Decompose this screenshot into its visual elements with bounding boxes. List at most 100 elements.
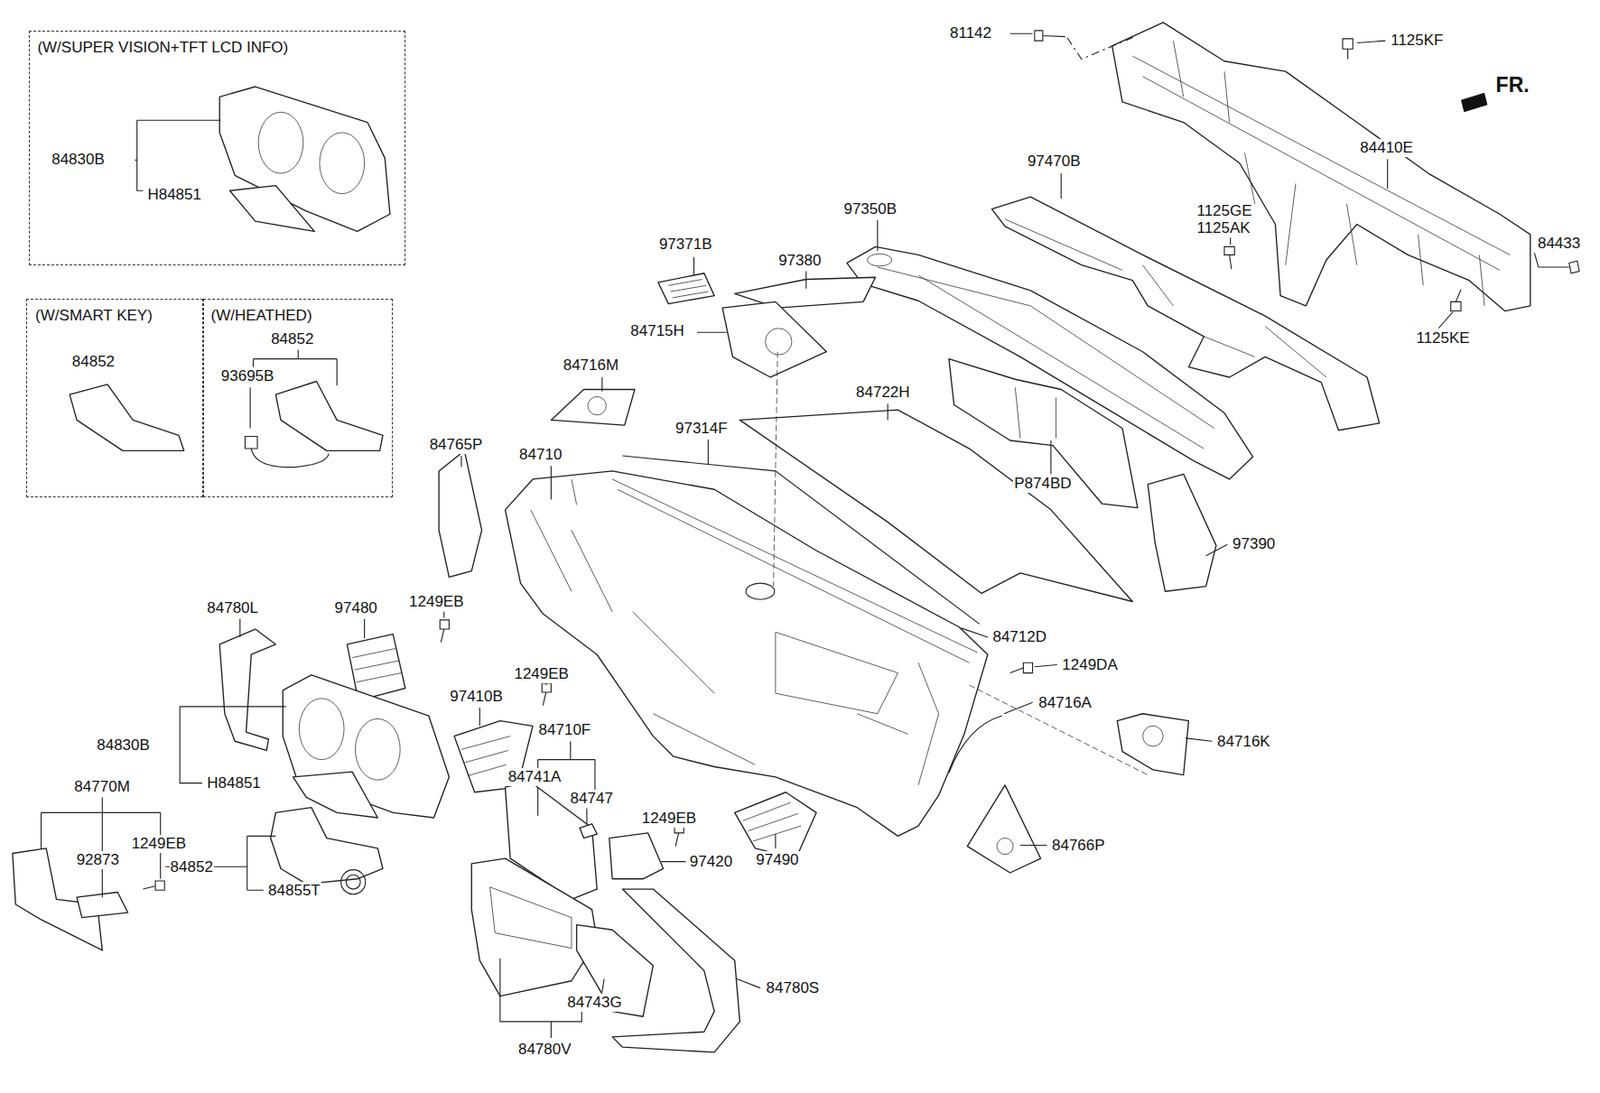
callout-number: 93695B: [220, 367, 276, 386]
speaker-hole: [996, 838, 1014, 856]
vent-slats: [352, 648, 401, 682]
crash-pad: [505, 471, 988, 837]
callout-number: 84716K: [1216, 733, 1272, 752]
callout-number: 1249DA: [1060, 656, 1118, 675]
callout-number: 97480: [334, 599, 379, 618]
callout-number: 84712D: [991, 628, 1048, 647]
side-duct: [1147, 474, 1217, 592]
gauge: [258, 111, 364, 194]
callout-number: 84852: [71, 353, 116, 372]
callout-number: 97410B: [448, 688, 504, 707]
bolt: [1010, 662, 1033, 673]
instrument-cluster: [219, 86, 391, 232]
callout-number: 84852: [169, 858, 214, 877]
callout-number: 1249EB: [130, 835, 188, 854]
callout-number: 1125KE: [1414, 329, 1470, 348]
callout-number: 97470B: [1026, 152, 1082, 171]
bracket: [134, 120, 221, 191]
steering-shroud: [270, 808, 383, 885]
grille-slots: [668, 279, 708, 298]
direction-label: FR.: [1495, 73, 1531, 97]
callout-number: 97380: [777, 251, 822, 270]
option-heading: (W/HEATHED): [209, 306, 313, 326]
callout-number: 84780L: [205, 599, 260, 618]
pad-detail: [530, 479, 978, 786]
option-box: (W/SMART KEY) 84852: [26, 298, 204, 498]
callout-number: 1125GE: [1195, 202, 1253, 221]
callout-number: 97350B: [842, 200, 898, 219]
air-vent: [734, 792, 817, 859]
callout-number: 1249EB: [641, 809, 698, 828]
callout-number: 84715H: [629, 322, 686, 341]
callout-number: P874BD: [1013, 474, 1072, 494]
small-cover: [579, 824, 597, 839]
side-garnish: [612, 889, 740, 1053]
steering-shroud: [275, 381, 383, 451]
panel-detail: [490, 887, 572, 949]
speaker-cover: [1116, 714, 1189, 776]
side-defroster-duct: [734, 277, 876, 308]
side-cover: [438, 450, 482, 577]
callout-number: 84722H: [855, 383, 912, 402]
callout-number: 1125KF: [1389, 31, 1444, 50]
cluster-garnish: [219, 629, 276, 751]
callout-number: 84780S: [765, 979, 821, 998]
bracket: [250, 349, 337, 428]
callout-number: 97371B: [658, 235, 714, 254]
assembly-line: [773, 352, 779, 587]
option-heading: (W/SUPER VISION+TFT LCD INFO): [36, 38, 289, 57]
callout-number: 84433: [1536, 234, 1582, 253]
callout-number: 84710F: [538, 721, 593, 740]
callout-number: 84716M: [562, 356, 620, 375]
bracket-detail: [1014, 387, 1056, 438]
speaker-hole: [765, 328, 792, 355]
gauge: [298, 698, 400, 781]
bracket: [41, 706, 596, 1039]
callout-number: H84851: [146, 186, 203, 205]
callout-number: 84743G: [566, 994, 624, 1013]
speaker-grille: [658, 273, 715, 305]
callout-number: 1249EB: [512, 665, 570, 684]
side-cover: [967, 785, 1041, 874]
assembly-line: [969, 685, 1149, 775]
callout-number: 97420: [688, 853, 734, 872]
key-ring: [341, 870, 366, 895]
vent-slats: [743, 802, 801, 842]
callout-number: 84780V: [517, 1041, 573, 1060]
cluster-cover: [230, 186, 316, 233]
front-arrow: [1460, 93, 1488, 112]
callout-number: 84410E: [1358, 139, 1414, 158]
callout-number: 84747: [569, 790, 614, 809]
seal-strip: [948, 716, 1003, 773]
callout-number: 84710: [518, 446, 563, 465]
cowl-cross-member: [1112, 22, 1531, 312]
callout-number: 97314F: [674, 419, 729, 438]
leader-line: [240, 33, 1539, 993]
callout-number: 84716A: [1037, 694, 1093, 713]
callout-number: 84770M: [73, 778, 131, 797]
bolt: [541, 683, 551, 707]
callout-number: H84851: [205, 774, 262, 793]
callout-number: 97490: [754, 851, 800, 870]
steering-shroud: [69, 384, 185, 451]
callout-number: 84852: [269, 330, 315, 349]
callout-number: 84855T: [267, 882, 322, 901]
callout-number: 84830B: [50, 150, 106, 169]
callout-number: 84741A: [507, 768, 563, 787]
assembly-line: [1067, 37, 1135, 60]
callout-number: 1249EB: [408, 593, 466, 612]
option-heading: (W/SMART KEY): [34, 306, 154, 326]
air-vent: [609, 833, 664, 880]
callout-number: 84830B: [95, 736, 151, 755]
callout-number: 84765P: [428, 436, 484, 455]
key-ring: [345, 874, 361, 890]
callout-number: 92873: [75, 851, 121, 870]
speaker-cover: [550, 390, 635, 427]
member-detail: [1132, 40, 1510, 307]
speaker-hole: [587, 396, 606, 415]
speaker-hole: [1143, 725, 1164, 747]
vent-slats: [461, 736, 511, 777]
callout-number: 97390: [1231, 535, 1276, 554]
